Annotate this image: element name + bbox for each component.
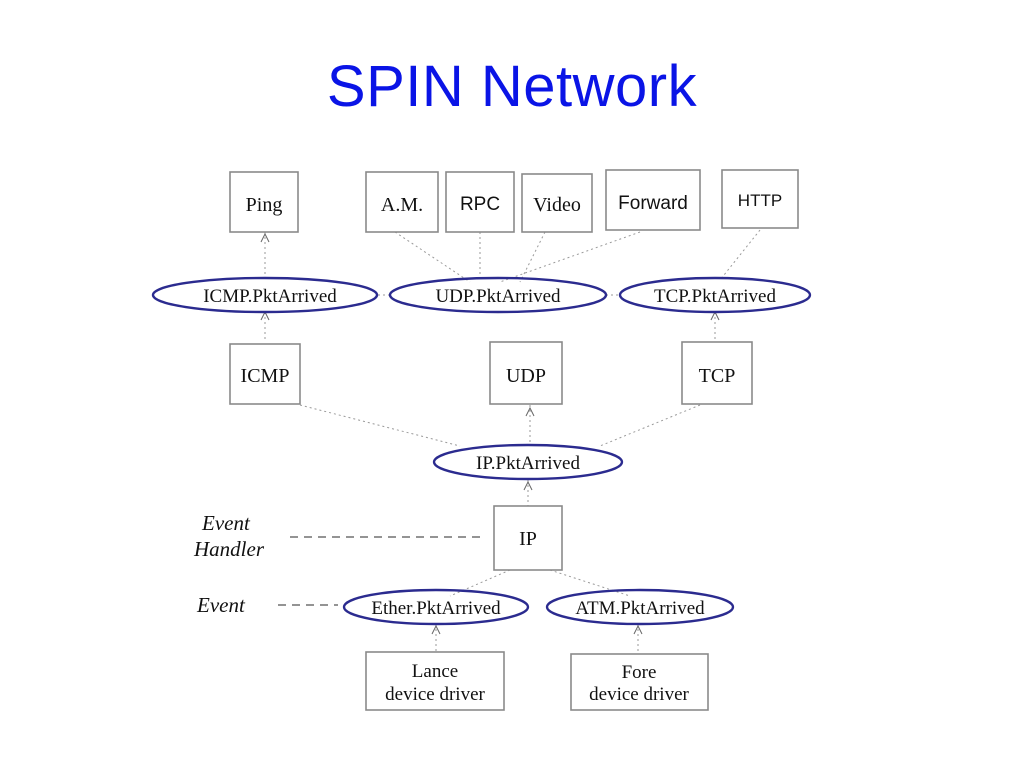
- event-ether-label: Ether.PktArrived: [371, 598, 501, 619]
- legend-event-handler-line1: Event: [201, 511, 251, 535]
- arrow-ip-event: [523, 480, 533, 491]
- protocol-udp: UDP: [489, 341, 563, 405]
- legend-event-handler-line2: Handler: [193, 537, 265, 561]
- protocol-ip-label: IP: [519, 528, 537, 550]
- event-ip-pktarrived: IP.PktArrived: [432, 443, 624, 481]
- protocol-icmp-label: ICMP: [241, 365, 290, 387]
- connector-tcp-ip-event: [599, 404, 701, 447]
- app-am-label: A.M.: [381, 194, 423, 216]
- arrow-ether-event: [431, 624, 441, 635]
- event-atm-label: ATM.PktArrived: [575, 598, 705, 619]
- app-http-label: HTTP: [738, 191, 782, 210]
- driver-lance-line1: Lance: [412, 661, 458, 682]
- app-rpc: RPC: [445, 171, 515, 233]
- app-ping-label: Ping: [246, 194, 283, 216]
- app-video: Video: [521, 173, 593, 233]
- event-tcp-pktarrived: TCP.PktArrived: [618, 276, 812, 314]
- connector-forward-udp-event: [499, 231, 641, 283]
- arrow-udp: [525, 406, 535, 417]
- protocol-tcp-label: TCP: [699, 365, 736, 387]
- page-title: SPIN Network: [326, 54, 698, 119]
- app-am: A.M.: [365, 171, 439, 233]
- event-ip-label: IP.PktArrived: [476, 453, 580, 474]
- driver-lance-line2: device driver: [385, 684, 485, 705]
- connector-http-tcp-event: [719, 229, 761, 281]
- app-rpc-label: RPC: [460, 194, 500, 215]
- app-forward: Forward: [605, 169, 701, 231]
- event-ether-pktarrived: Ether.PktArrived: [342, 588, 530, 626]
- driver-lance: Lance device driver: [365, 651, 505, 711]
- event-icmp-label: ICMP.PktArrived: [203, 286, 337, 307]
- connector-ip-ether-event: [449, 569, 511, 597]
- protocol-icmp: ICMP: [229, 343, 301, 405]
- app-http: HTTP: [721, 169, 799, 229]
- connector-am-udp-event: [394, 231, 471, 283]
- protocol-ip: IP: [493, 505, 563, 571]
- connector-icmp-ip-event: [299, 404, 461, 447]
- event-udp-pktarrived: UDP.PktArrived: [388, 276, 608, 314]
- event-atm-pktarrived: ATM.PktArrived: [545, 588, 735, 626]
- app-forward-label: Forward: [618, 193, 688, 214]
- driver-fore-line1: Fore: [622, 662, 657, 683]
- driver-fore-line2: device driver: [589, 684, 689, 705]
- app-video-label: Video: [533, 194, 581, 216]
- arrow-ping: [260, 232, 270, 243]
- event-icmp-pktarrived: ICMP.PktArrived: [151, 276, 379, 314]
- app-ping: Ping: [229, 171, 299, 233]
- event-tcp-label: TCP.PktArrived: [654, 286, 776, 307]
- legend: Event Handler Event: [193, 511, 265, 617]
- legend-event: Event: [196, 593, 246, 617]
- driver-fore: Fore device driver: [570, 653, 709, 711]
- protocol-udp-label: UDP: [506, 365, 546, 387]
- event-udp-label: UDP.PktArrived: [435, 286, 561, 307]
- protocol-tcp: TCP: [681, 341, 753, 405]
- connector-video-udp-event: [519, 231, 546, 283]
- arrow-atm-event: [633, 624, 643, 635]
- arrowheads: [260, 232, 720, 635]
